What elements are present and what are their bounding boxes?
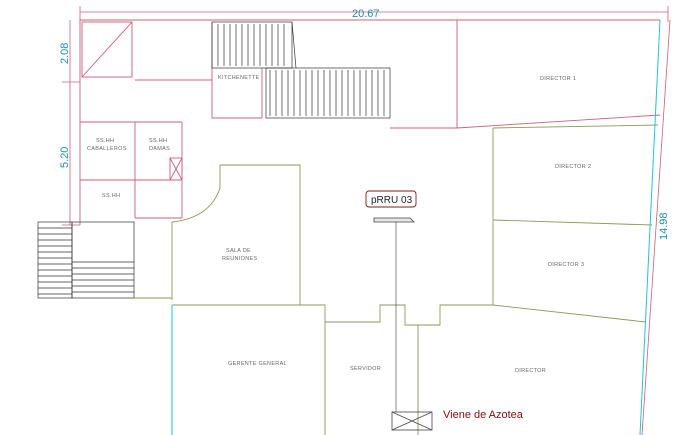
stairs-upper-left: [211, 21, 293, 69]
room-label-sala-1: SALA DE: [226, 248, 251, 254]
room-label-servidor: SERVIDOR: [350, 366, 381, 372]
stairs-lower: [37, 221, 135, 299]
shaft-diagonal: [81, 21, 133, 78]
wall-director3-bottom: [492, 304, 647, 323]
dimension-right-height: 14.98: [658, 212, 670, 240]
dimension-labels: 20.67 2.08 5.20 14.98: [59, 8, 670, 240]
stairs-right: [71, 221, 135, 299]
riser-box-icon: [391, 411, 433, 431]
prru-device: pRRU 03 Viene de Azotea: [365, 190, 524, 431]
wall-director2-top: [492, 124, 659, 129]
room-label-director-1: DIRECTOR 1: [540, 76, 576, 82]
stairs-upper-break: [291, 21, 297, 69]
room-label-kitchenette: KITCHENETTE: [218, 75, 260, 81]
shaft-box: [81, 21, 133, 78]
walls-green: [134, 124, 659, 435]
dimension-left-lower: 5.20: [59, 147, 71, 168]
wall-sala-top-right: [220, 164, 301, 305]
prru-label-box: [365, 190, 417, 208]
riser-x2: [391, 411, 433, 431]
wall-director1-bottom: [456, 114, 661, 129]
stairs-left: [37, 221, 73, 299]
room-label-sshh-damas-1: SS.HH: [149, 138, 167, 144]
dimension-top-width: 20.67: [352, 8, 380, 20]
room-label-sshh-caballeros-1: SS.HH: [96, 138, 114, 144]
room-label-director-4: DIRECTOR: [515, 368, 546, 374]
duct-x2: [169, 157, 183, 181]
right-dimension-line: [641, 19, 671, 435]
wall-servidor-top: [324, 304, 493, 326]
dimension-left-upper: 2.08: [59, 43, 71, 64]
stairs-upper-right: [265, 67, 391, 119]
stairs-upper: [211, 21, 391, 119]
wall-director2-bottom: [492, 219, 653, 226]
room-label-director-3: DIRECTOR 3: [548, 262, 584, 268]
room-label-director-2: DIRECTOR 2: [555, 164, 591, 170]
prru-antenna-icon: [373, 217, 415, 223]
riser-note: Viene de Azotea: [443, 409, 524, 421]
duct-box: [169, 157, 183, 181]
room-label-sala-2: REUNIONES: [222, 256, 257, 262]
glass-wall-east: [639, 19, 661, 435]
room-label-gerente: GERENTE GENERAL: [228, 361, 287, 367]
room-label-sshh-damas-2: DAMAS: [149, 146, 170, 152]
room-labels: KITCHENETTE DIRECTOR 1 DIRECTOR 2 DIRECT…: [87, 75, 591, 374]
dimension-lines: [62, 6, 671, 435]
room-label-sshh-caballeros-2: CABALLEROS: [87, 146, 127, 152]
room-label-sshh: SS.HH: [102, 193, 120, 199]
prru-label: pRRU 03: [371, 195, 413, 206]
wall-sala-door-arc: [171, 165, 221, 223]
walls-cyan: [171, 19, 661, 435]
